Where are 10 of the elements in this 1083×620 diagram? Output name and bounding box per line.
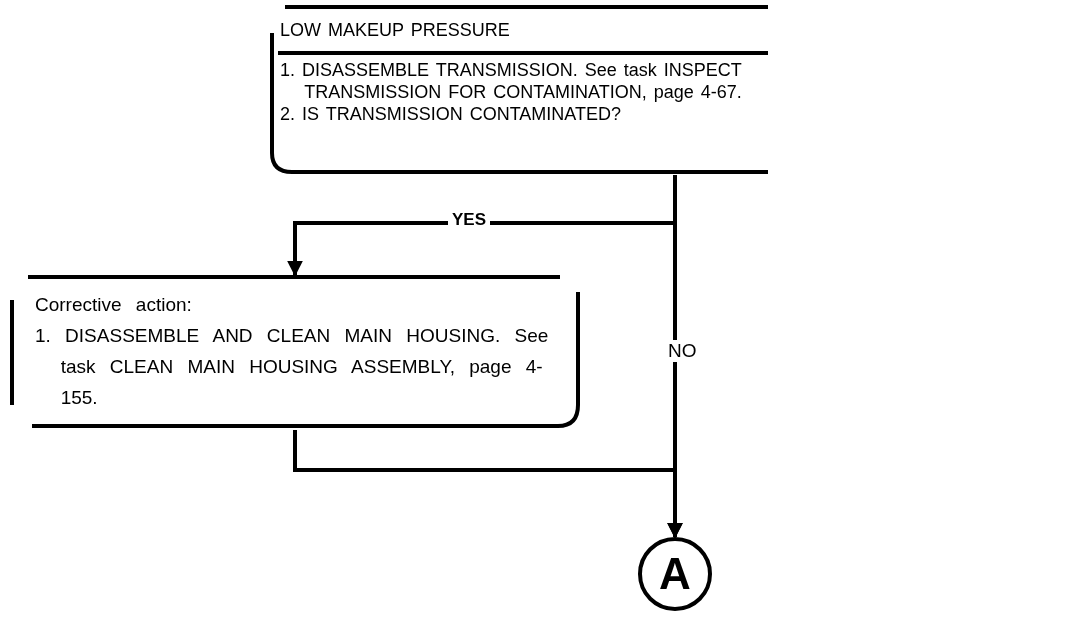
connector-letter: A — [659, 552, 691, 596]
step-text: 1. DISASSEMBLE AND CLEAN MAIN HOUSING. See task CLEAN MAIN HOUSING ASSEMBLY, page 4-155. — [35, 324, 550, 410]
step-text: 1. DISASSEMBLE TRANSMISSION. See task INSPECT TRANSMISSION FOR CONTAMINATION, page 4-67. — [280, 59, 743, 103]
connector-circle — [638, 537, 712, 611]
process-box — [268, 5, 768, 175]
step-text: Corrective action: — [35, 293, 193, 317]
flow-arrow — [293, 430, 683, 539]
process-box — [10, 275, 582, 430]
step-text: 2. IS TRANSMISSION CONTAMINATED? — [280, 103, 623, 125]
box-heading: LOW MAKEUP PRESSURE — [280, 19, 511, 41]
